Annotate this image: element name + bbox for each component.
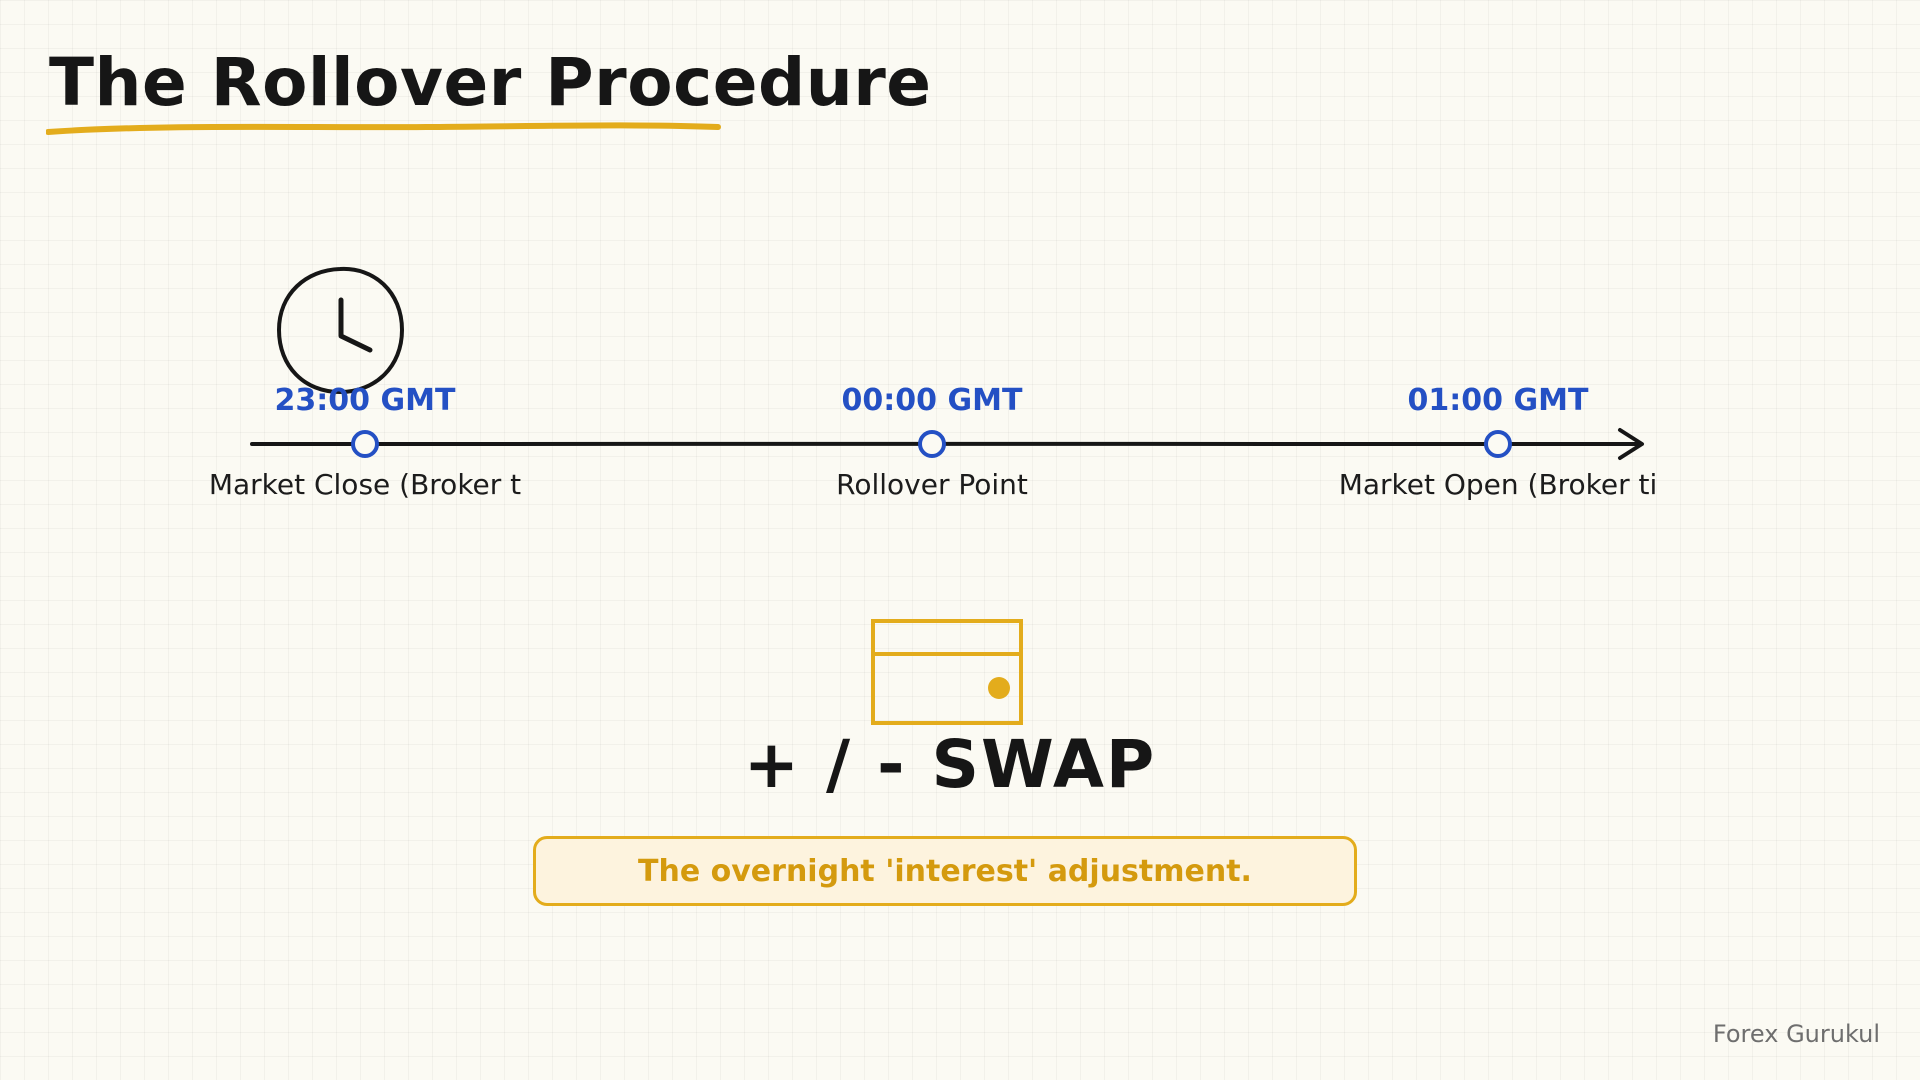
time-label-open: 01:00 GMT — [1407, 383, 1589, 418]
time-label-rollover: 00:00 GMT — [841, 383, 1023, 418]
event-label-open: Market Open (Broker ti — [1338, 468, 1658, 501]
timeline-axis — [250, 428, 1644, 460]
note-box: The overnight 'interest' adjustment. — [533, 836, 1357, 906]
timeline-marker-close — [351, 430, 379, 458]
event-label-rollover: Rollover Point — [836, 468, 1028, 501]
page-title: The Rollover Procedure — [49, 44, 932, 121]
brand-watermark: Forex Gurukul — [1712, 1020, 1880, 1048]
timeline-marker-rollover — [918, 430, 946, 458]
note-text: The overnight 'interest' adjustment. — [638, 853, 1252, 889]
swap-label: + / - SWAP — [743, 726, 1157, 803]
event-label-close: Market Close (Broker t — [208, 468, 522, 501]
time-label-close: 23:00 GMT — [274, 383, 456, 418]
card-icon — [871, 619, 1023, 725]
timeline-marker-open — [1484, 430, 1512, 458]
title-underline — [46, 122, 721, 135]
clock-icon — [277, 266, 404, 394]
